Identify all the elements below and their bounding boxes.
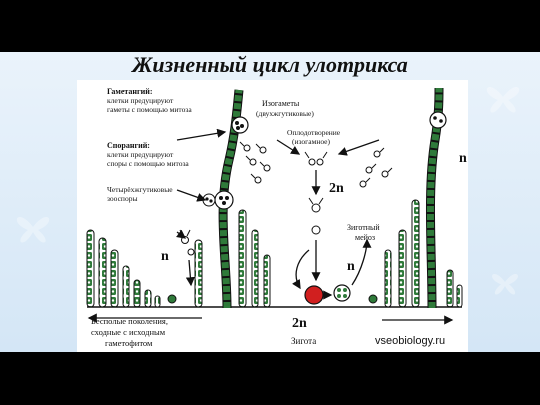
label-gametangium-3: гаметы с помощью митоза: [107, 105, 192, 114]
label-sporangium-3: споры с помощью митоза: [107, 159, 189, 168]
label-fertilization-1: Оплодотворение: [287, 128, 341, 137]
label-sporangium-2: клетки предуцируют: [107, 150, 174, 159]
label-ploidy-n-meiosis: n: [347, 259, 355, 274]
label-isogametes-2: (двухжгутиковые): [256, 109, 314, 118]
asexual-filaments-left: [86, 229, 177, 308]
cycle-arrows: [87, 128, 454, 325]
label-meiosis-2: мейоз: [355, 233, 375, 242]
label-ploidy-n-right: n: [459, 151, 467, 166]
label-fertilization-2: (изогамное): [292, 137, 331, 146]
label-gametangium-1: Гаметангий:: [107, 87, 153, 96]
gamete-fusion: [304, 151, 328, 235]
label-sporangium-1: Спорангий:: [107, 141, 150, 150]
label-asexual-1: Бесполые поколения,: [91, 316, 168, 326]
label-ploidy-2n-bottom: 2n: [292, 316, 307, 331]
label-zoospores-1: Четырёхжгутиковые: [107, 185, 173, 194]
butterfly-decoration-left: [16, 217, 50, 243]
label-meiosis-1: Зиготный: [347, 223, 380, 232]
isogametes-right: [359, 147, 393, 188]
isogametes-left: [239, 141, 271, 184]
diagram-panel: Гаметангий: клетки предуцируют гаметы с …: [77, 80, 468, 352]
filaments-left-group: [194, 209, 271, 308]
slide-background: Жизненный цикл улотрикса: [0, 52, 540, 352]
label-isogametes-1: Изогаметы: [262, 99, 300, 108]
label-asexual-2: сходные с исходным: [91, 327, 166, 337]
label-asexual-3: гаметофитом: [105, 338, 153, 348]
butterfly-decoration-right: [486, 87, 520, 113]
watermark: vseobiology.ru: [375, 335, 445, 347]
label-gametangium-2: клетки предуцируют: [107, 96, 174, 105]
slide-title: Жизненный цикл улотрикса: [132, 52, 408, 77]
zoospores: [179, 229, 195, 256]
meiosis-tetrad: [333, 284, 351, 302]
label-zoospores-2: зооспоры: [107, 194, 138, 203]
label-ploidy-n-left: n: [161, 249, 169, 264]
label-zygote: Зигота: [291, 336, 316, 346]
zygote-cell: [304, 285, 324, 305]
label-ploidy-2n-mid: 2n: [329, 181, 344, 196]
butterfly-decoration-right-bottom: [492, 274, 518, 295]
ulothrix-life-cycle-diagram: Гаметангий: клетки предуцируют гаметы с …: [86, 87, 467, 348]
filament-left-tall: [202, 89, 249, 309]
filaments-right-group: [368, 87, 463, 309]
